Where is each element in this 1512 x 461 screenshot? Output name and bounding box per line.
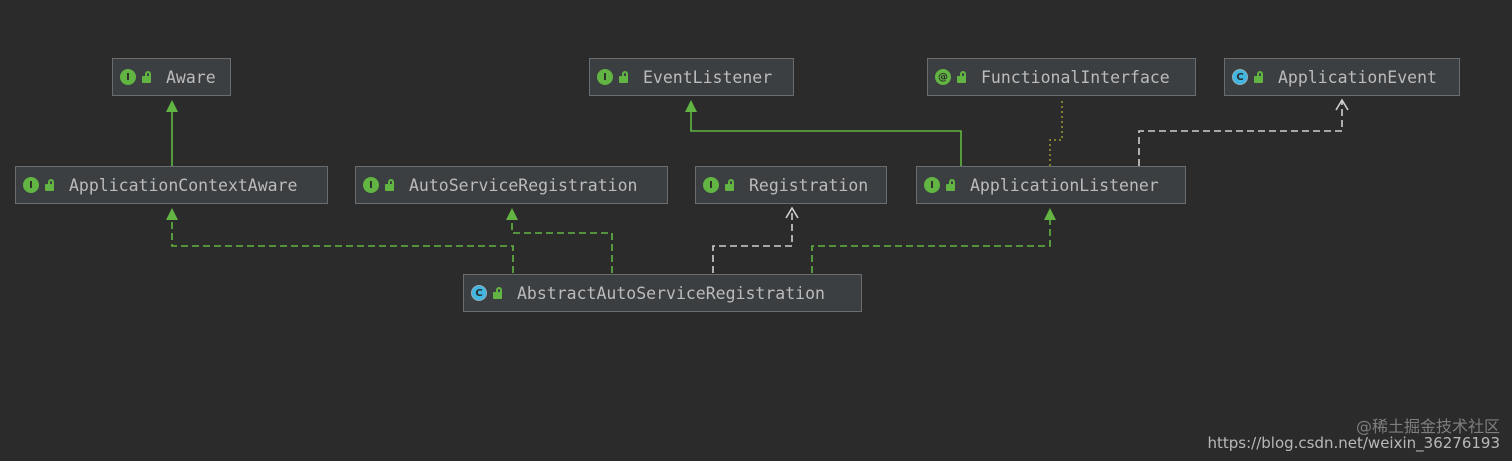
annotation-icon: @ xyxy=(935,69,951,85)
lock-icon xyxy=(43,178,57,192)
edge-applistener-uses-applicationevent xyxy=(1138,98,1349,166)
node-label: Registration xyxy=(749,175,869,195)
node-applicationevent[interactable]: C ApplicationEvent xyxy=(1224,58,1460,96)
interface-icon: I xyxy=(120,69,136,85)
lock-icon xyxy=(383,178,397,192)
class-icon: C xyxy=(1232,69,1248,85)
interface-icon: I xyxy=(703,177,719,193)
node-autoserviceregistration[interactable]: I AutoServiceRegistration xyxy=(355,166,668,204)
node-label: AbstractAutoServiceRegistration xyxy=(517,283,825,303)
node-label: ApplicationListener xyxy=(970,175,1159,195)
edge-applistener-annotated-functionalinterface xyxy=(1049,98,1063,166)
node-eventlistener[interactable]: I EventListener xyxy=(589,58,794,96)
node-functionalinterface[interactable]: @ FunctionalInterface xyxy=(927,58,1196,96)
lock-icon xyxy=(491,286,505,300)
edge-applistener-extends-eventlistener xyxy=(685,100,962,166)
interface-icon: I xyxy=(597,69,613,85)
interface-icon: I xyxy=(924,177,940,193)
edge-abstract-uses-registration xyxy=(712,206,799,273)
watermark: @稀土掘金技术社区 https://blog.csdn.net/weixin_3… xyxy=(1207,417,1500,452)
edge-abstract-implements-applistener xyxy=(811,208,1056,273)
lock-icon xyxy=(617,70,631,84)
node-label: ApplicationEvent xyxy=(1278,67,1437,87)
node-abstractautoserviceregistration[interactable]: C AbstractAutoServiceRegistration xyxy=(463,274,862,312)
node-aware[interactable]: I Aware xyxy=(112,58,231,96)
interface-icon: I xyxy=(363,177,379,193)
edge-abstract-implements-autoserviceregistration xyxy=(506,208,613,273)
lock-icon xyxy=(1252,70,1266,84)
node-applicationcontextaware[interactable]: I ApplicationContextAware xyxy=(15,166,328,204)
watermark-line2: https://blog.csdn.net/weixin_36276193 xyxy=(1207,434,1500,452)
node-label: FunctionalInterface xyxy=(981,67,1170,87)
lock-icon xyxy=(944,178,958,192)
watermark-line1: @稀土掘金技术社区 xyxy=(1355,417,1500,436)
lock-icon xyxy=(140,70,154,84)
class-icon: C xyxy=(471,285,487,301)
node-label: ApplicationContextAware xyxy=(69,175,298,195)
node-applicationlistener[interactable]: I ApplicationListener xyxy=(916,166,1186,204)
node-registration[interactable]: I Registration xyxy=(695,166,887,204)
node-label: EventListener xyxy=(643,67,773,87)
interface-icon: I xyxy=(23,177,39,193)
node-label: AutoServiceRegistration xyxy=(409,175,638,195)
edge-abstract-implements-appcontextaware xyxy=(166,208,514,273)
lock-icon xyxy=(723,178,737,192)
node-label: Aware xyxy=(166,67,216,87)
lock-icon xyxy=(955,70,969,84)
